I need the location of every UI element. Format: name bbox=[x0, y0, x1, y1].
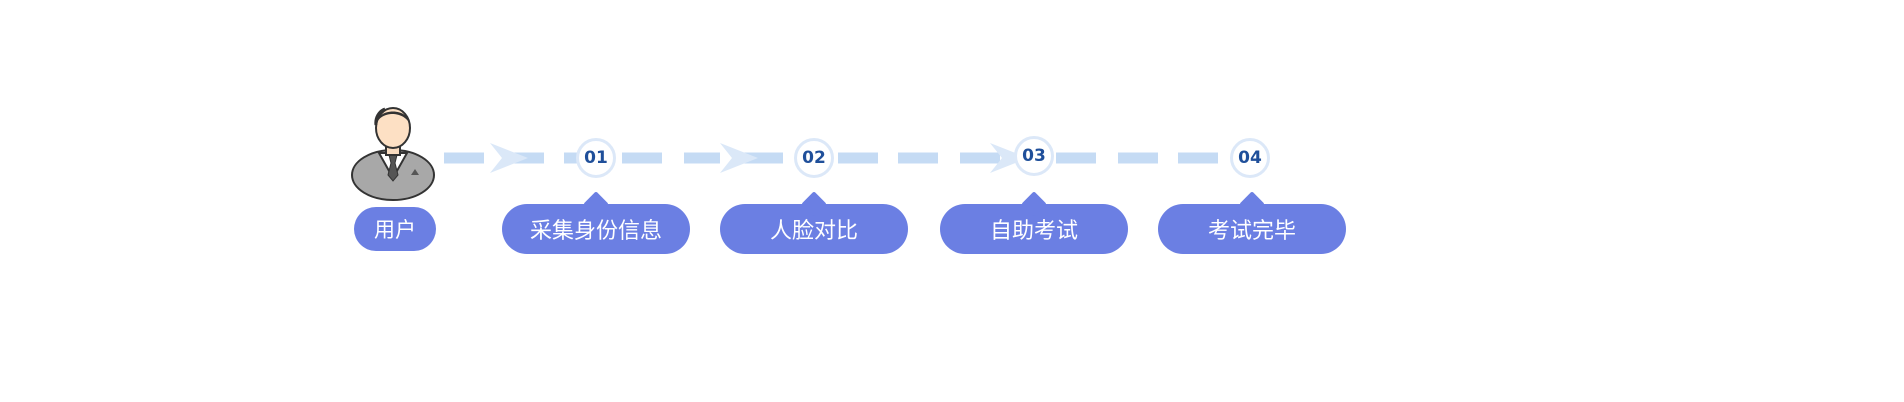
step-number-circle: 02 bbox=[794, 138, 834, 178]
step-label-pill: 考试完毕 bbox=[1158, 191, 1346, 254]
step-number: 01 bbox=[584, 148, 608, 168]
user-label: 用户 bbox=[374, 218, 416, 242]
businessman-avatar-icon bbox=[351, 107, 435, 201]
arrow-icon bbox=[490, 143, 528, 173]
step-label: 自助考试 bbox=[989, 219, 1078, 244]
arrow-icon bbox=[720, 143, 758, 173]
user-label-pill: 用户 bbox=[354, 207, 436, 251]
arrowheads bbox=[490, 143, 1028, 173]
step-label-pill: 自助考试 bbox=[940, 191, 1128, 254]
step-number-circle: 01 bbox=[576, 138, 616, 178]
step-number: 03 bbox=[1022, 146, 1046, 166]
step-number: 04 bbox=[1238, 148, 1262, 168]
step-label: 人脸对比 bbox=[769, 219, 858, 244]
step-label: 考试完毕 bbox=[1207, 219, 1296, 244]
step-label-pill: 采集身份信息 bbox=[502, 191, 690, 254]
step-number-circle: 03 bbox=[1014, 136, 1054, 176]
step-number-circle: 04 bbox=[1230, 138, 1270, 178]
step-label-pill: 人脸对比 bbox=[720, 191, 908, 254]
step-label: 采集身份信息 bbox=[529, 219, 662, 244]
step-number: 02 bbox=[802, 148, 826, 168]
arrow-icon bbox=[990, 143, 1028, 173]
